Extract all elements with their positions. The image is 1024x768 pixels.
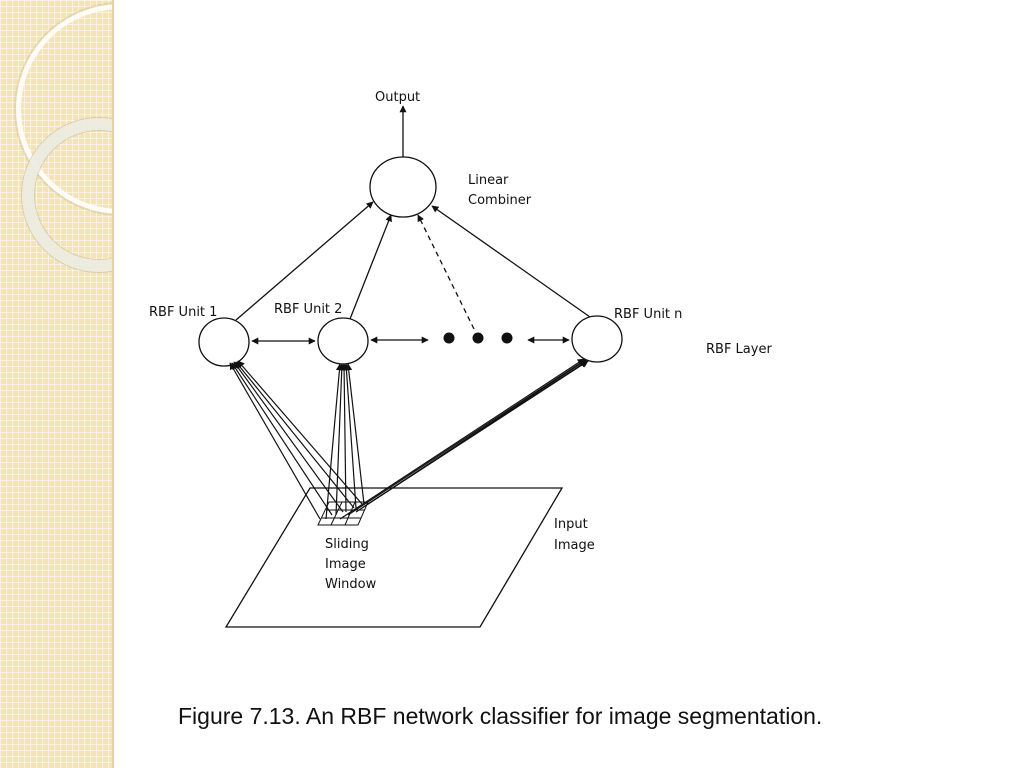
linear-combiner-node: [369, 156, 437, 218]
window-label-line2: Image: [325, 557, 366, 572]
edge-unit1-combiner: [235, 201, 374, 321]
decorative-sidebar: [0, 0, 114, 768]
rbf-unit-n-node: [571, 315, 623, 363]
input-image-plane: [224, 487, 564, 628]
rbf-unit-2-node: [317, 317, 369, 365]
window-label-line3: Window: [325, 577, 377, 592]
ellipsis-dot: [472, 332, 484, 344]
input-connections: [229, 358, 589, 520]
edge-dots-combiner: [417, 214, 475, 330]
edge-unitn-combiner: [431, 205, 591, 318]
input-image-label-line1: Input: [554, 517, 588, 532]
input-image-label-line2: Image: [554, 538, 595, 553]
rbf-unit-n-label: RBF Unit n: [614, 307, 682, 322]
edge-unit2-combiner: [349, 214, 392, 320]
rbf-layer-label: RBF Layer: [706, 342, 772, 357]
combiner-label-line2: Combiner: [468, 193, 532, 208]
combiner-label-line1: Linear: [468, 173, 509, 188]
rbf-unit-1-node: [198, 317, 250, 367]
ellipsis-dot: [501, 332, 513, 344]
ellipsis-dot: [443, 332, 455, 344]
sidebar-edge: [112, 0, 114, 768]
rbf-unit-2-label: RBF Unit 2: [274, 302, 342, 317]
figure-caption: Figure 7.13. An RBF network classifier f…: [178, 703, 823, 729]
window-label-line1: Sliding: [325, 537, 369, 552]
rbf-unit-1-label: RBF Unit 1: [149, 305, 217, 320]
output-label: Output: [375, 90, 420, 105]
